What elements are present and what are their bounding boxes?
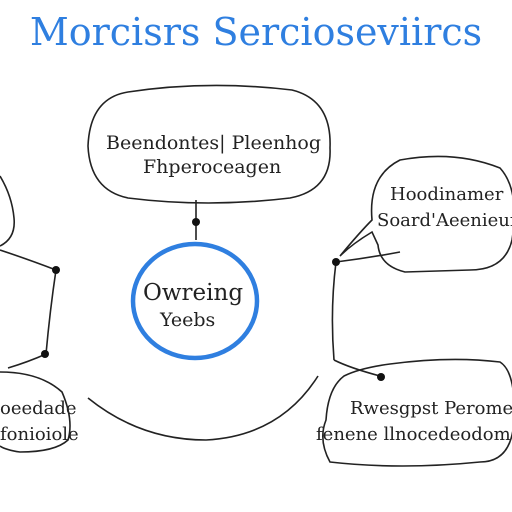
- right-connector-dot-bottom: [377, 373, 385, 381]
- center-node: [130, 241, 260, 361]
- top-node-line2: Fhperoceagen: [143, 156, 282, 178]
- right-upper-node-line1: Hoodinamer: [390, 184, 504, 205]
- right-lower-node-line2: fenene llnocedeodom: [316, 424, 511, 445]
- left-connector-dot-top: [52, 266, 60, 274]
- center-node-line1: Owreing: [143, 280, 244, 306]
- diagram-title: Morcisrs Sercioseviircs: [29, 10, 483, 54]
- left-lower-node-line2: fonioiole: [0, 424, 79, 445]
- left-upper-bubble: [0, 175, 16, 247]
- left-lower-node-line1: oeedade: [0, 398, 77, 419]
- right-connector-dot-top: [332, 258, 340, 266]
- right-upper-node-line2: Soard'Aeenieun: [377, 210, 512, 231]
- right-lower-node-line1: Rwesgpst Peromen: [350, 398, 512, 419]
- right-lower-bubble: [322, 358, 512, 467]
- bottom-connector: [87, 375, 319, 441]
- left-lower-bubble: [0, 371, 71, 453]
- left-connector: [0, 249, 57, 369]
- center-node-line2: Yeebs: [160, 309, 216, 331]
- right-upper-bubble: [339, 155, 512, 273]
- top-bubble: [87, 84, 331, 204]
- right-connector: [331, 251, 401, 377]
- left-connector-dot-bottom: [41, 350, 49, 358]
- top-node-line1: Beendontes| Pleenhog: [106, 132, 322, 154]
- top-connector-dot: [192, 218, 200, 226]
